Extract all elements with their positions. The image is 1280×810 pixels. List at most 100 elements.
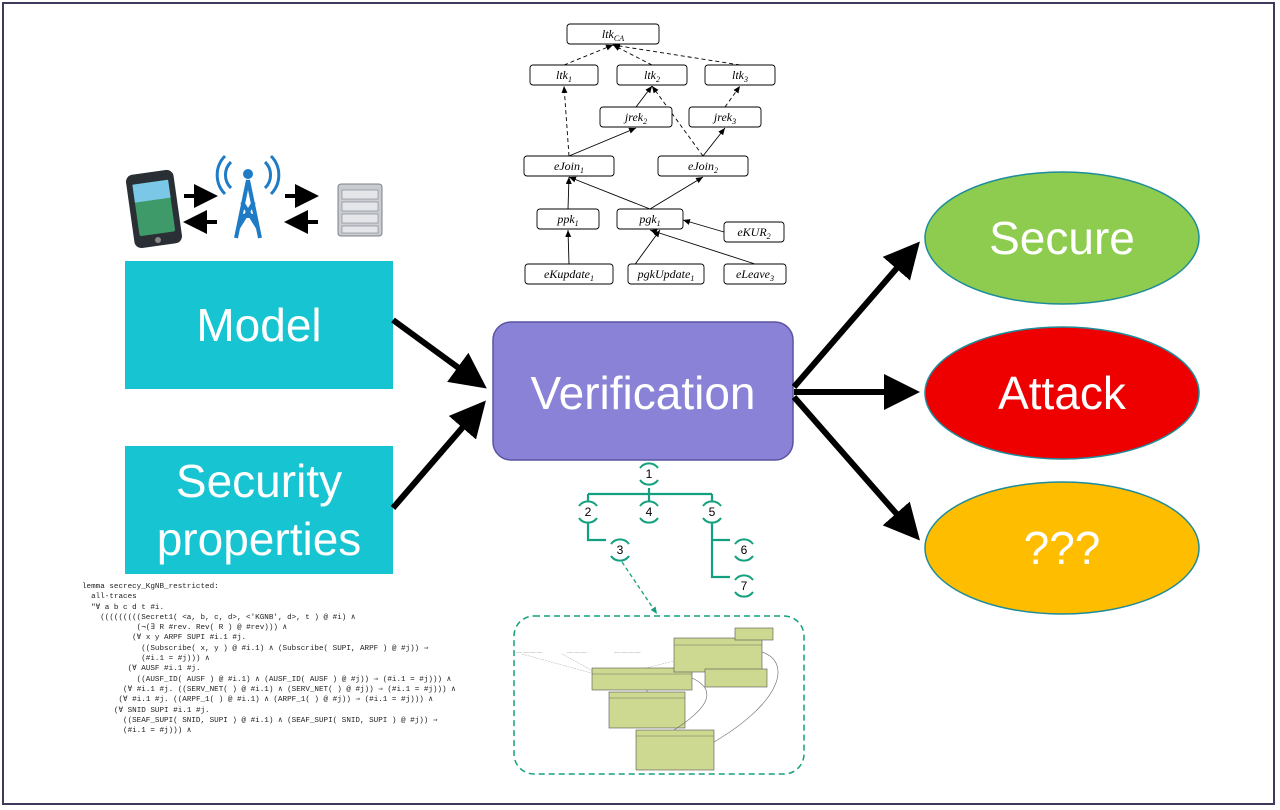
- proof-node-bracket: [610, 538, 630, 545]
- key-tree-edge: [565, 176, 572, 210]
- security-properties-label-line1: Security: [176, 455, 342, 507]
- key-tree-node-label: pgk1: [638, 212, 660, 228]
- svg-text:------ ------ ------ ------: ------ ------ ------ ------: [516, 650, 542, 654]
- unknown-ellipse: [924, 481, 1200, 615]
- proof-node-bracket: [734, 574, 754, 581]
- svg-text:------ ------ ------: ------ ------ ------: [567, 650, 587, 654]
- lemma-line: (((((((((Secret1( <a, b, c, d>, <'KGNB',…: [82, 613, 356, 622]
- unknown-label: ???: [1024, 522, 1101, 574]
- proof-node-bracket: [734, 591, 754, 598]
- key-tree-node-label: eJoin1: [554, 159, 584, 175]
- key-tree-node-ltk1: [529, 64, 599, 86]
- key-tree-node-eKUR2: [723, 221, 785, 243]
- proof-node-bracket: [734, 538, 754, 545]
- key-tree-edge: [651, 85, 704, 157]
- proof-node-bracket: [702, 500, 722, 507]
- model-to-verification-arrow: [391, 317, 487, 389]
- key-tree-edge: [635, 85, 653, 108]
- lemma-line: lemma secrecy_KgNB_restricted:: [82, 583, 219, 591]
- key-tree-edge: [563, 44, 614, 66]
- lemma-line: (∀ x y ARPF SUPI #i.1 #j.: [82, 634, 247, 643]
- model-box: [125, 261, 393, 389]
- key-tree-node-label: ltk3: [732, 68, 748, 84]
- key-tree-edge: [649, 176, 704, 210]
- key-tree-node-eJoin1: [523, 155, 615, 177]
- secure-ellipse: [924, 171, 1200, 305]
- verification-label: Verification: [530, 367, 755, 419]
- verification-box: [492, 321, 794, 461]
- lemma-line: "∀ a b c d t #i.: [82, 603, 165, 612]
- proof-node-bracket: [734, 555, 754, 562]
- key-tree-edge: [702, 127, 726, 157]
- proof-node-1: 1: [646, 467, 653, 481]
- attack-label: Attack: [998, 367, 1127, 419]
- lemma-code-block: lemma secrecy_KgNB_restricted: all-trace…: [82, 582, 456, 736]
- key-tree-node-pgkUpdate1: [627, 263, 705, 285]
- proof-node-bracket: [578, 517, 598, 524]
- lemma-line: (#i.1 = #j))) ∧: [82, 655, 210, 664]
- key-tree-node-ltkCA: [566, 23, 660, 45]
- key-tree-node-label: eKupdate1: [544, 267, 594, 283]
- key-tree-node-eKupdate1: [524, 263, 614, 285]
- proof-node-3: 3: [617, 543, 624, 557]
- attack-ellipse: [924, 326, 1200, 460]
- security-properties-label-line2: properties: [157, 513, 362, 565]
- key-tree-node-label: ltkCA: [602, 27, 624, 43]
- key-tree-node-ppk1: [536, 208, 600, 230]
- lemma-line: (∀ AUSF #i.1 #j.: [82, 665, 201, 674]
- proof-node-bracket: [639, 479, 659, 486]
- proof-node-bracket: [578, 500, 598, 507]
- key-tree-node-jrek3: [688, 106, 762, 128]
- lemma-line: (#i.1 = #j))) ∧: [82, 727, 192, 736]
- lemma-line: ((AUSF_ID( AUSF ) @ #i.1) ∧ (AUSF_ID( AU…: [82, 675, 452, 684]
- key-tree-edge: [568, 127, 637, 157]
- zoom-link-arrow: [621, 561, 658, 615]
- key-tree-node-label: eJoin2: [688, 159, 718, 175]
- lemma-line: (∀ #i.1 #j. ((ARPF_1( ) @ #i.1) ∧ (ARPF_…: [82, 696, 433, 705]
- svg-text:------ ------ ------ ------: ------ ------ ------ ------: [614, 650, 640, 654]
- proof-node-5: 5: [709, 505, 716, 519]
- key-tree-node-ltk2: [616, 64, 688, 86]
- key-tree-node-label: jrek3: [712, 110, 736, 126]
- key-tree-edge: [561, 85, 570, 157]
- key-tree-node-eLeave3: [723, 263, 787, 285]
- lemma-line: all-traces: [82, 593, 137, 602]
- smartphone-icon: [125, 169, 183, 249]
- lemma-line: ((SEAF_SUPI( SNID, SUPI ) @ #i.1) ∧ (SEA…: [82, 716, 438, 725]
- key-tree-node-label: ltk2: [644, 68, 660, 84]
- proof-node-bracket: [610, 555, 630, 562]
- key-tree-node-label: eLeave3: [736, 267, 774, 283]
- key-tree-node-label: eKUR2: [737, 225, 770, 241]
- cell-tower-icon: [215, 154, 281, 239]
- key-tree-node-eJoin2: [657, 155, 749, 177]
- security-properties-box: [125, 446, 393, 574]
- key-hierarchy-diagram: ltkCA ltk1 ltk2 ltk3 jrek2 jrek3 eJoin1 eJoin2 p…: [523, 23, 787, 285]
- verification-to-secure-arrow: [791, 241, 920, 389]
- lemma-line: (∀ SNID SUPI #i.1 #j.: [82, 706, 210, 715]
- key-tree-node-label: jrek2: [623, 110, 647, 126]
- key-tree-node-label: pgkUpdate1: [637, 267, 695, 283]
- key-tree-edge: [612, 43, 741, 66]
- proof-node-bracket: [639, 462, 659, 469]
- proof-node-4: 4: [646, 505, 653, 519]
- key-tree-edge: [682, 219, 725, 233]
- proof-node-bracket: [702, 517, 722, 524]
- key-tree-node-jrek2: [599, 106, 673, 128]
- lemma-line: (∀ #i.1 #j. ((SERV_NET( ) @ #i.1) ∧ (SER…: [82, 685, 456, 694]
- verification-to-unknown-arrow: [791, 395, 920, 541]
- properties-to-verification-arrow: [390, 400, 486, 510]
- key-tree-node-label: ppk1: [556, 212, 578, 228]
- proof-graph-thumbnail: ------ ------ ------ ------ ------ -----…: [516, 627, 779, 771]
- key-tree-edge: [724, 85, 741, 108]
- key-tree-node-pgk1: [616, 208, 684, 230]
- key-tree-edge: [568, 176, 651, 210]
- model-label: Model: [196, 299, 321, 351]
- proof-node-2: 2: [585, 505, 592, 519]
- proof-tree-diagram: [586, 488, 730, 579]
- server-icon: [337, 183, 383, 237]
- key-tree-node-label: ltk1: [556, 68, 572, 84]
- lemma-line: ((Subscribe( x, y ) @ #i.1) ∧ (Subscribe…: [82, 644, 429, 653]
- proof-node-bracket: [639, 500, 659, 507]
- key-tree-node-ltk3: [704, 64, 776, 86]
